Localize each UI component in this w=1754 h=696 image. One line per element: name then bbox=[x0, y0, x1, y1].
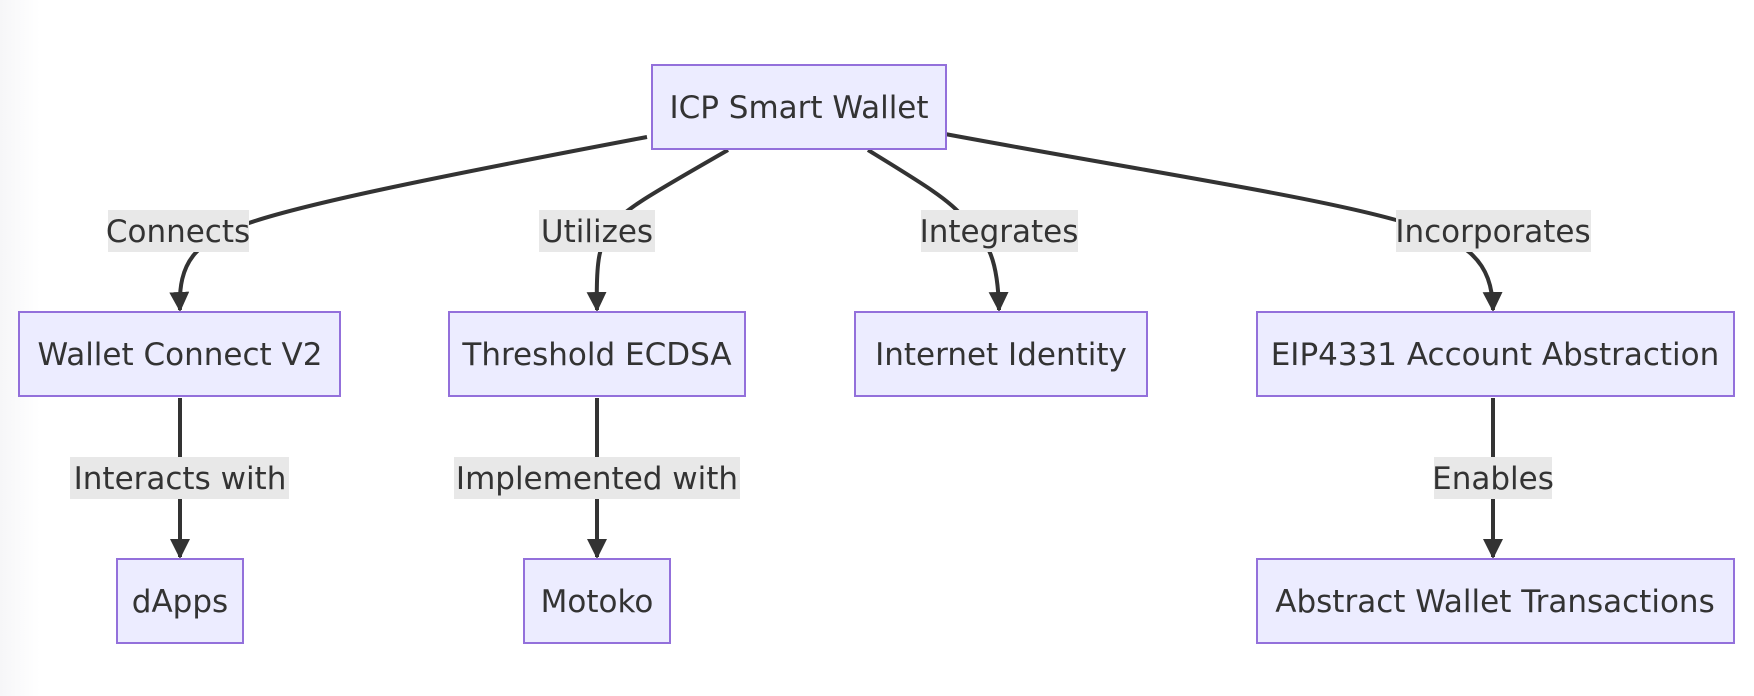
node-wallet-connect-v2-label: Wallet Connect V2 bbox=[38, 337, 323, 373]
edge-label-incorporates: Incorporates bbox=[1395, 210, 1591, 252]
node-eip4331-account-abstraction-label: EIP4331 Account Abstraction bbox=[1271, 337, 1720, 373]
node-eip4331-account-abstraction[interactable]: EIP4331 Account Abstraction bbox=[1256, 311, 1735, 397]
edge-label-incorporates-text: Incorporates bbox=[1395, 214, 1590, 250]
edge-label-integrates-text: Integrates bbox=[920, 214, 1079, 250]
edge-icp-to-wallet-connect bbox=[169, 135, 648, 312]
edge-label-implemented-with: Implemented with bbox=[454, 457, 740, 499]
node-abstract-wallet-transactions[interactable]: Abstract Wallet Transactions bbox=[1256, 558, 1735, 644]
edge-label-interacts-with-text: Interacts with bbox=[74, 461, 287, 497]
node-threshold-ecdsa[interactable]: Threshold ECDSA bbox=[448, 311, 746, 397]
edge-label-connects: Connects bbox=[106, 210, 250, 252]
edge-label-interacts-with: Interacts with bbox=[70, 457, 289, 499]
edge-label-enables: Enables bbox=[1432, 457, 1554, 499]
edge-label-connects-text: Connects bbox=[106, 214, 250, 250]
node-internet-identity[interactable]: Internet Identity bbox=[854, 311, 1148, 397]
edge-label-utilizes: Utilizes bbox=[539, 210, 655, 252]
node-threshold-ecdsa-label: Threshold ECDSA bbox=[461, 337, 731, 373]
edge-label-implemented-with-text: Implemented with bbox=[456, 461, 738, 497]
node-icp-smart-wallet-label: ICP Smart Wallet bbox=[669, 90, 928, 126]
node-dapps[interactable]: dApps bbox=[116, 558, 244, 644]
edge-label-utilizes-text: Utilizes bbox=[541, 214, 653, 250]
node-motoko[interactable]: Motoko bbox=[523, 558, 671, 644]
node-wallet-connect-v2[interactable]: Wallet Connect V2 bbox=[18, 311, 341, 397]
edge-icp-to-eip4331 bbox=[944, 132, 1503, 312]
node-internet-identity-label: Internet Identity bbox=[875, 337, 1127, 373]
node-icp-smart-wallet[interactable]: ICP Smart Wallet bbox=[651, 64, 947, 150]
node-abstract-wallet-transactions-label: Abstract Wallet Transactions bbox=[1275, 584, 1714, 620]
node-motoko-label: Motoko bbox=[541, 584, 654, 620]
edge-label-enables-text: Enables bbox=[1432, 461, 1554, 497]
edge-label-integrates: Integrates bbox=[920, 210, 1079, 252]
node-dapps-label: dApps bbox=[132, 584, 228, 620]
